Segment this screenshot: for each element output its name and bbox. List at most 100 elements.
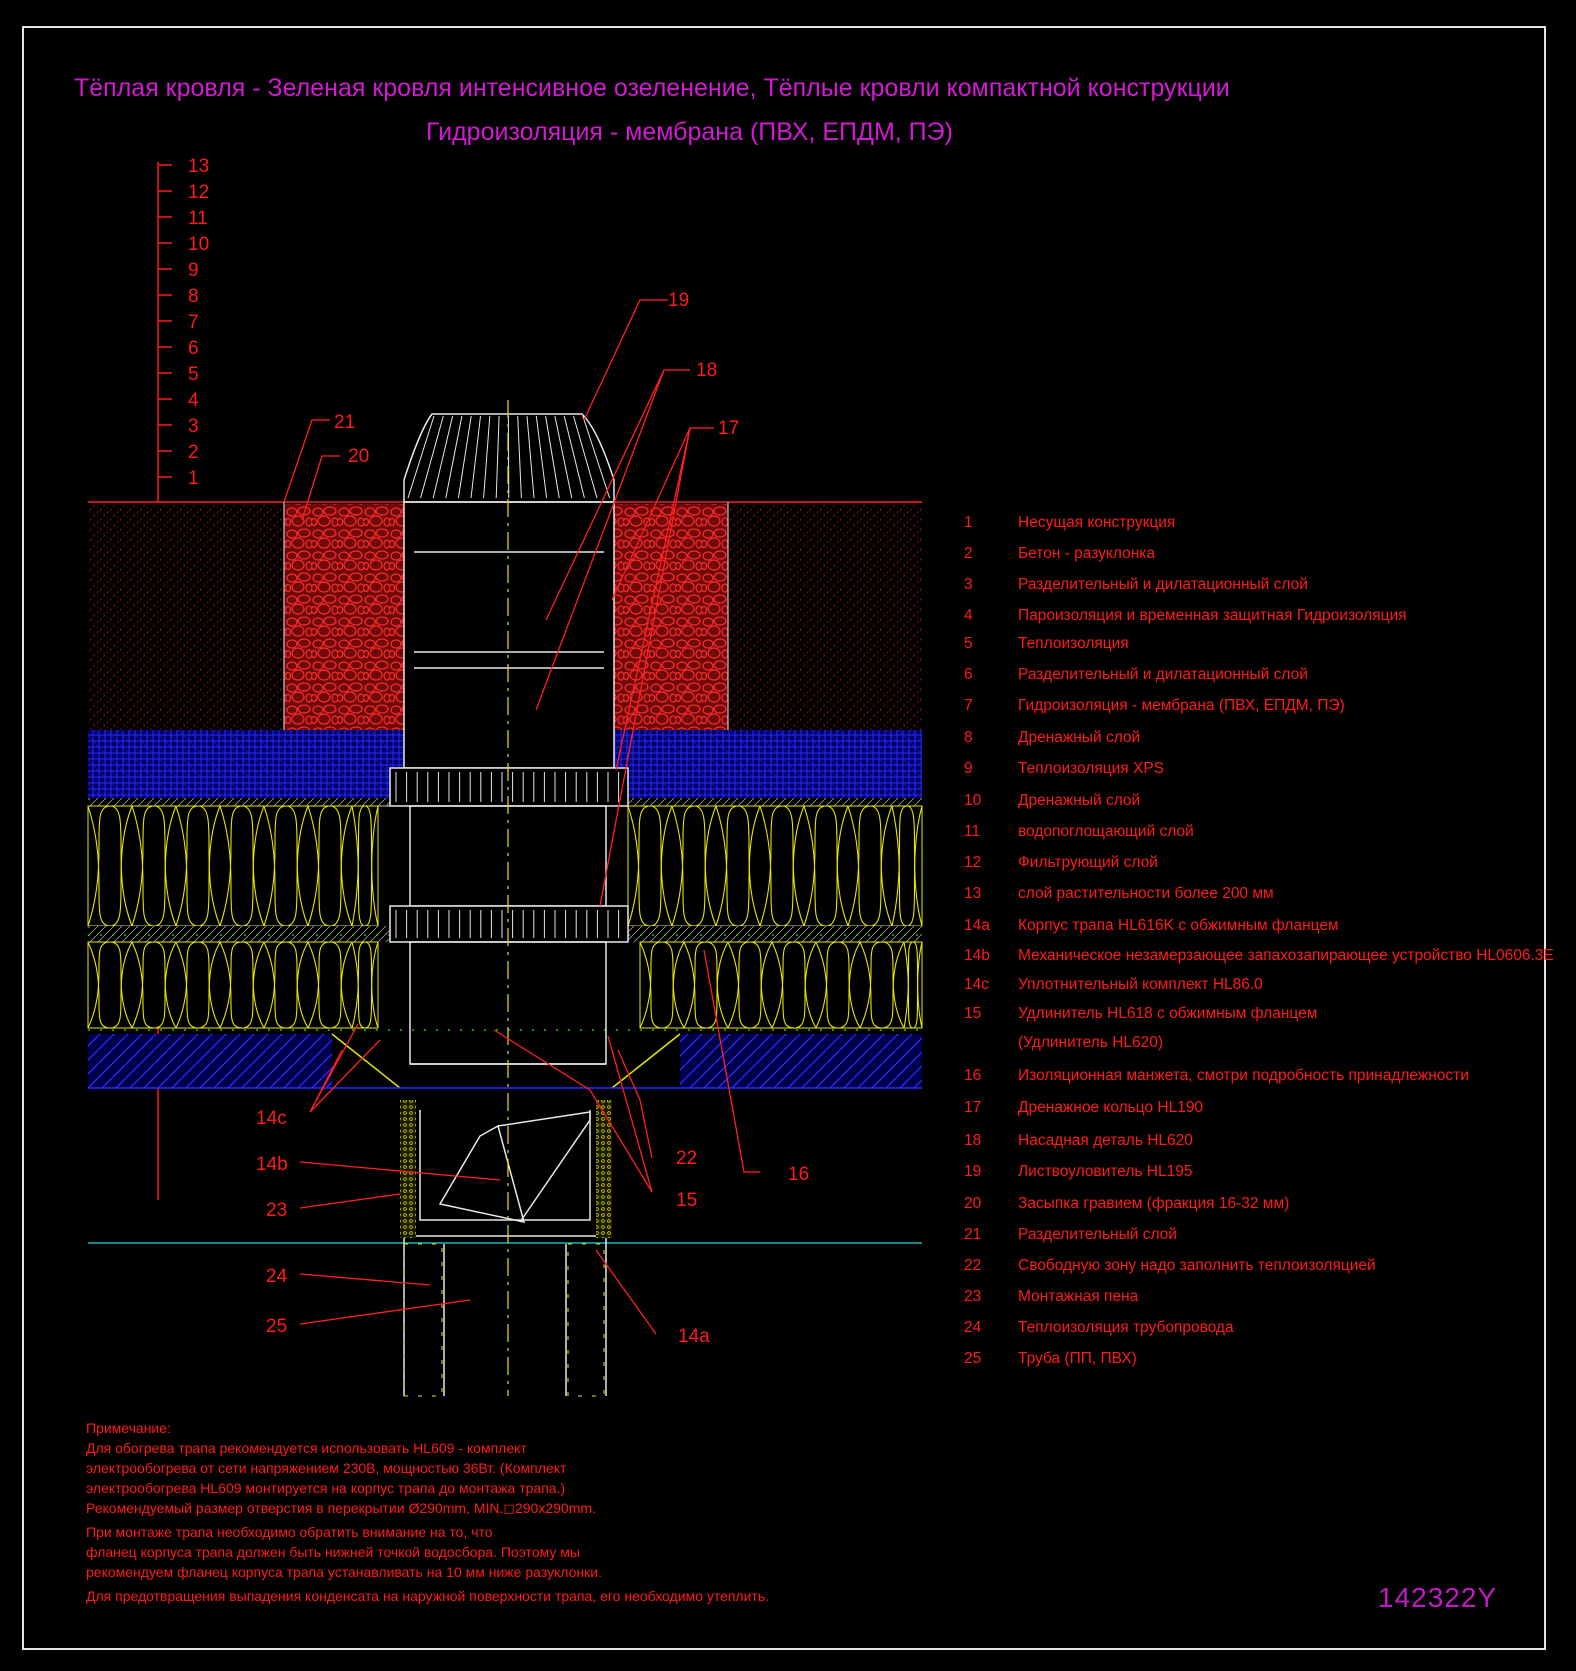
callout-label: 24	[266, 1266, 288, 1287]
legend-text: Гидроизоляция - мембрана (ПВХ, ЕПДМ, ПЭ)	[1018, 697, 1345, 714]
note-line: фланец корпуса трапа должен быть нижней …	[86, 1544, 580, 1560]
layer-scale-number: 13	[188, 156, 209, 177]
legend-text: Пароизоляция и временная защитная Гидрои…	[1018, 607, 1407, 624]
gravel-fill-left	[284, 504, 404, 730]
legend-text: Разделительный слой	[1018, 1226, 1177, 1243]
legend-number: 3	[964, 576, 973, 593]
note-line: электрообогрева от сети напряжением 230В…	[86, 1460, 567, 1476]
legend-text: Теплоизоляция XPS	[1018, 760, 1165, 777]
legend-number: 12	[964, 854, 982, 871]
callout-label: 14b	[256, 1154, 288, 1175]
legend-text: Разделительный и дилатационный слой	[1018, 666, 1308, 683]
drawing-code: 142322Y	[1378, 1582, 1498, 1613]
legend-number: 6	[964, 666, 973, 683]
callout-label: 16	[788, 1164, 809, 1185]
legend-number: 24	[964, 1319, 982, 1336]
note-line: рекомендуем фланец корпуса трапа устанав…	[86, 1564, 602, 1580]
legend-text: водопоглощающий слой	[1018, 823, 1194, 840]
drawing-subtitle: Гидроизоляция - мембрана (ПВХ, ЕПДМ, ПЭ)	[426, 118, 953, 146]
legend-number: 10	[964, 792, 982, 809]
legend-number: 25	[964, 1350, 982, 1367]
legend-number: 21	[964, 1226, 982, 1243]
legend-number: 15	[964, 1005, 982, 1022]
legend-number: 7	[964, 697, 973, 714]
legend-number: 18	[964, 1132, 982, 1149]
layer-scale-number: 5	[188, 364, 199, 385]
legend-number: 2	[964, 545, 973, 562]
legend-text: Дренажный слой	[1018, 792, 1141, 809]
legend-number: 14b	[964, 947, 990, 964]
legend-text: Теплоизоляция	[1018, 635, 1129, 652]
callout-label: 22	[676, 1148, 697, 1169]
legend-text: Уплотнительный комплект HL86.0	[1018, 976, 1263, 993]
legend-number: 4	[964, 607, 973, 624]
legend-text: Разделительный и дилатационный слой	[1018, 576, 1308, 593]
callout-label: 21	[334, 412, 355, 433]
legend-number: 5	[964, 635, 973, 652]
layer-scale-number: 8	[188, 286, 199, 307]
legend-text: Несущая конструкция	[1018, 514, 1176, 531]
legend-text: Дренажный слой	[1018, 729, 1141, 746]
layer-scale-number: 11	[188, 208, 208, 229]
callout-label: 15	[676, 1190, 697, 1211]
legend-number: 14c	[964, 976, 989, 993]
callout-label: 19	[668, 290, 689, 311]
drain-assembly	[389, 413, 629, 1396]
legend-text: Свободную зону надо заполнить теплоизоля…	[1018, 1257, 1376, 1274]
drainage-layer-right	[614, 730, 922, 798]
note-line: Для обогрева трапа рекомендуется использ…	[86, 1440, 527, 1456]
callout-label: 20	[348, 446, 369, 467]
legend-number: 1	[964, 514, 973, 531]
legend-number: 13	[964, 885, 982, 902]
legend-text: Труба (ПП, ПВХ)	[1018, 1350, 1137, 1367]
callout-label: 17	[718, 418, 739, 439]
drainage-layer-left	[88, 730, 404, 798]
note-line: Для предотвращения выпадения конденсата …	[86, 1588, 770, 1604]
layer-scale-number: 10	[188, 234, 209, 255]
notes-block: Примечание: Для обогрева трапа рекоменду…	[86, 1418, 786, 1606]
callout-label: 14c	[256, 1108, 287, 1129]
callout-label: 23	[266, 1200, 287, 1221]
legend-text: Насадная деталь HL620	[1018, 1132, 1193, 1149]
note-line: электрообогрева HL609 монтируется на кор…	[86, 1480, 566, 1496]
legend-text: слой растительности более 200 мм	[1018, 885, 1274, 902]
legend-number: 14a	[964, 917, 990, 934]
legend-number: 19	[964, 1163, 982, 1180]
callout-label: 14a	[678, 1326, 710, 1347]
layer-scale-number: 1	[188, 468, 199, 489]
xps-insulation-right	[627, 805, 923, 927]
legend-text: Удлинитель HL618 с обжимным фланцем	[1018, 1005, 1318, 1022]
layer-scale-number: 12	[188, 182, 209, 203]
legend-number: 22	[964, 1257, 982, 1274]
legend-text: Механическое незамерзающее запахозапираю…	[1018, 947, 1554, 964]
drawing-title: Тёплая кровля - Зеленая кровля интенсивн…	[74, 74, 1230, 102]
legend-text: Фильтрующий слой	[1018, 854, 1158, 871]
callout-label: 25	[266, 1316, 287, 1337]
callout-label: 18	[696, 360, 717, 381]
concrete-slope-right	[680, 1034, 922, 1088]
layer-scale-number: 3	[188, 416, 199, 437]
legend-number: 17	[964, 1099, 982, 1116]
legend-text: (Удлинитель HL620)	[1018, 1034, 1164, 1051]
layer-scale-number: 7	[188, 312, 199, 333]
legend-text: Монтажная пена	[1018, 1288, 1139, 1305]
legend-text: Дренажное кольцо HL190	[1018, 1099, 1204, 1116]
thermal-insulation-left	[87, 941, 379, 1029]
layer-scale-number: 9	[188, 260, 199, 281]
legend-number: 9	[964, 760, 973, 777]
concrete-slope-left	[88, 1034, 332, 1088]
thermal-insulation-right	[639, 941, 923, 1029]
notes-heading: Примечание:	[86, 1420, 171, 1436]
legend-number: 23	[964, 1288, 982, 1305]
gravel-fill-right	[614, 504, 728, 730]
legend-number: 11	[964, 823, 981, 840]
legend-number: 20	[964, 1195, 982, 1212]
legend-number: 16	[964, 1067, 982, 1084]
legend-text: Корпус трапа HL616K с обжимным фланцем	[1018, 917, 1339, 934]
note-line: Рекомендуемый размер отверстия в перекры…	[86, 1500, 596, 1516]
legend-text: Теплоизоляция трубопровода	[1018, 1319, 1234, 1336]
layer-scale-number: 6	[188, 338, 199, 359]
legend-number: 8	[964, 729, 973, 746]
